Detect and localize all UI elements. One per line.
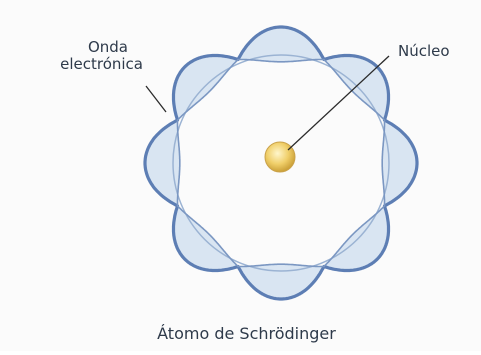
electron-wave-label-line2: electrónica (23, 56, 143, 73)
wave-lobe (174, 206, 239, 271)
figure-caption: Átomo de Schrödinger (0, 325, 481, 343)
wave-lobe (238, 264, 324, 299)
wave-leader-line (146, 86, 166, 112)
wave-lobe (238, 27, 324, 62)
wave-lobe (382, 120, 417, 206)
nucleus (265, 142, 295, 172)
electron-wave-label: Onda electrónica (23, 39, 143, 74)
wave-lobe (145, 120, 180, 206)
electron-wave-label-line1: Onda (23, 39, 143, 56)
wave-lobe (174, 56, 239, 121)
wave-lobe (324, 206, 389, 271)
nucleus-label: Núcleo (398, 43, 450, 60)
